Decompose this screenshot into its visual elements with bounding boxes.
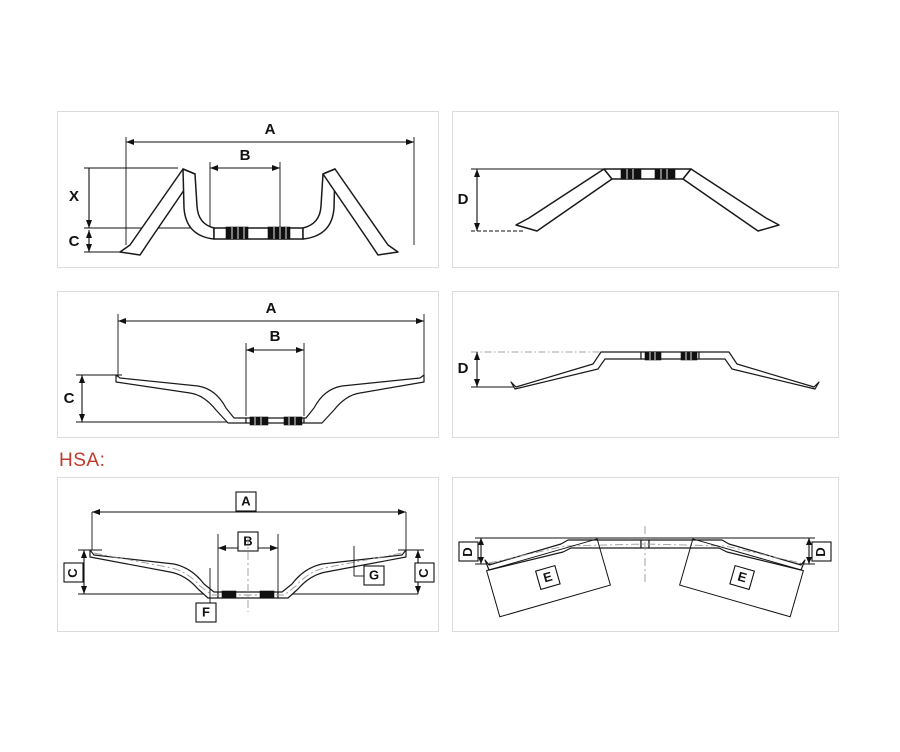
dim-label-d-right-box: D bbox=[811, 541, 832, 562]
panel-top-view-flat-bar: D bbox=[452, 291, 839, 438]
dim-arrow-d-top bbox=[474, 169, 480, 177]
clamp-knurl-right bbox=[680, 351, 698, 361]
dim-label-a: A bbox=[241, 493, 251, 508]
clamp-knurl-left bbox=[225, 226, 249, 240]
bar-left-half bbox=[115, 374, 247, 424]
dim-label-b: B bbox=[240, 147, 251, 164]
dim-label-g-box: G bbox=[363, 565, 385, 586]
clamp-knurl-right bbox=[283, 416, 303, 426]
dim-label-x: X bbox=[69, 188, 79, 205]
bar-right-half bbox=[303, 374, 425, 424]
dim-label-a-box: A bbox=[235, 491, 257, 512]
panel-top-view-riser-bar: D bbox=[452, 111, 839, 268]
panel-hsa-front-view: A B C bbox=[57, 477, 439, 632]
dim-arrow-b-left bbox=[210, 165, 218, 171]
dim-arrow-c-left-bottom bbox=[81, 586, 87, 594]
tube-centerline bbox=[488, 543, 802, 564]
dim-label-c: C bbox=[69, 233, 80, 250]
dim-label-c-right-box: C bbox=[414, 562, 435, 583]
dim-arrow-c-left-top bbox=[81, 550, 87, 558]
clamp-knurl-left bbox=[644, 351, 662, 361]
dim-arrow-x-bottom bbox=[86, 220, 92, 228]
dim-label-e-right-group: E bbox=[679, 538, 805, 618]
dim-label-d-left-box: D bbox=[458, 541, 479, 562]
dim-arrow-b-right bbox=[296, 347, 304, 353]
bar-center-section bbox=[603, 168, 692, 180]
dim-arrow-d-top bbox=[474, 352, 480, 360]
bar-right-arm bbox=[698, 351, 820, 390]
bar-right-grip bbox=[322, 168, 399, 256]
clamp-knurl-left bbox=[221, 590, 237, 599]
dim-label-c-left: C bbox=[65, 568, 80, 578]
bar-left-arm bbox=[510, 351, 642, 390]
dim-label-a: A bbox=[265, 121, 276, 138]
dim-arrow-c-right-bottom bbox=[415, 586, 421, 594]
dim-label-d: D bbox=[458, 360, 469, 377]
clamp-knurl-right bbox=[654, 168, 676, 180]
bar-left-half bbox=[89, 549, 219, 599]
dim-arrow-d-left-bottom bbox=[478, 557, 484, 564]
dim-arrow-c-bottom bbox=[79, 414, 85, 422]
drawing-top-riser: D bbox=[458, 168, 780, 232]
bar-right-half bbox=[277, 549, 407, 599]
dim-arrow-c-right-top bbox=[415, 550, 421, 558]
dim-arrow-d-bottom bbox=[474, 379, 480, 387]
drawing-front-riser: A B X C bbox=[69, 121, 415, 256]
dim-arrow-a-left bbox=[92, 509, 100, 515]
clamp-knurl-right bbox=[259, 590, 275, 599]
dim-arrow-c-top bbox=[86, 230, 92, 238]
bar-left-riser bbox=[182, 168, 215, 240]
section-label-hsa: HSA: bbox=[59, 450, 106, 471]
panel-front-view-riser-bar: A B X C bbox=[57, 111, 439, 268]
dim-label-f-box: F bbox=[195, 602, 217, 623]
drawing-front-flat: A B C bbox=[64, 300, 425, 426]
dim-label-d-left: D bbox=[460, 547, 475, 556]
dim-arrow-d-right-top bbox=[806, 538, 812, 545]
dim-label-c: C bbox=[64, 390, 75, 407]
dim-label-c-left-box: C bbox=[63, 562, 84, 583]
dim-arrow-a-right bbox=[406, 139, 414, 145]
dim-arrow-c-bottom bbox=[86, 244, 92, 252]
dim-arrow-a-right bbox=[398, 509, 406, 515]
dim-label-d-right: D bbox=[813, 547, 828, 556]
dim-arrow-b-right bbox=[272, 165, 280, 171]
panel-hsa-top-view: D D E bbox=[452, 477, 839, 632]
clamp-knurl-left bbox=[249, 416, 269, 426]
dim-arrow-a-right bbox=[416, 318, 424, 324]
bar-right-arm bbox=[648, 539, 806, 571]
dim-arrow-b-left bbox=[246, 347, 254, 353]
drawing-top-flat: D bbox=[458, 351, 820, 390]
dim-label-d: D bbox=[458, 191, 469, 208]
dim-arrow-d-bottom bbox=[474, 223, 480, 231]
dim-label-f: F bbox=[202, 604, 210, 619]
dim-arrow-a-left bbox=[126, 139, 134, 145]
dim-arrow-d-left-top bbox=[478, 538, 484, 545]
dim-arrow-b-right bbox=[270, 545, 278, 551]
panel-front-view-flat-bar: A B C bbox=[57, 291, 439, 438]
dim-label-g: G bbox=[369, 567, 379, 582]
drawing-hsa-front: A B C bbox=[63, 491, 435, 623]
dim-arrow-a-left bbox=[118, 318, 126, 324]
drawing-hsa-top: D D E bbox=[458, 526, 832, 618]
bar-left-arm bbox=[515, 168, 613, 232]
dim-arrow-b-left bbox=[218, 545, 226, 551]
dim-arrow-d-right-bottom bbox=[806, 557, 812, 564]
dim-label-b: B bbox=[270, 328, 281, 345]
dim-label-a: A bbox=[266, 300, 277, 317]
bar-right-arm bbox=[682, 168, 780, 232]
dim-arrow-c-top bbox=[79, 375, 85, 383]
clamp-knurl-right bbox=[267, 226, 291, 240]
clamp-knurl-left bbox=[620, 168, 642, 180]
dim-label-c-right: C bbox=[416, 568, 431, 578]
dim-label-e-left-group: E bbox=[485, 538, 611, 618]
